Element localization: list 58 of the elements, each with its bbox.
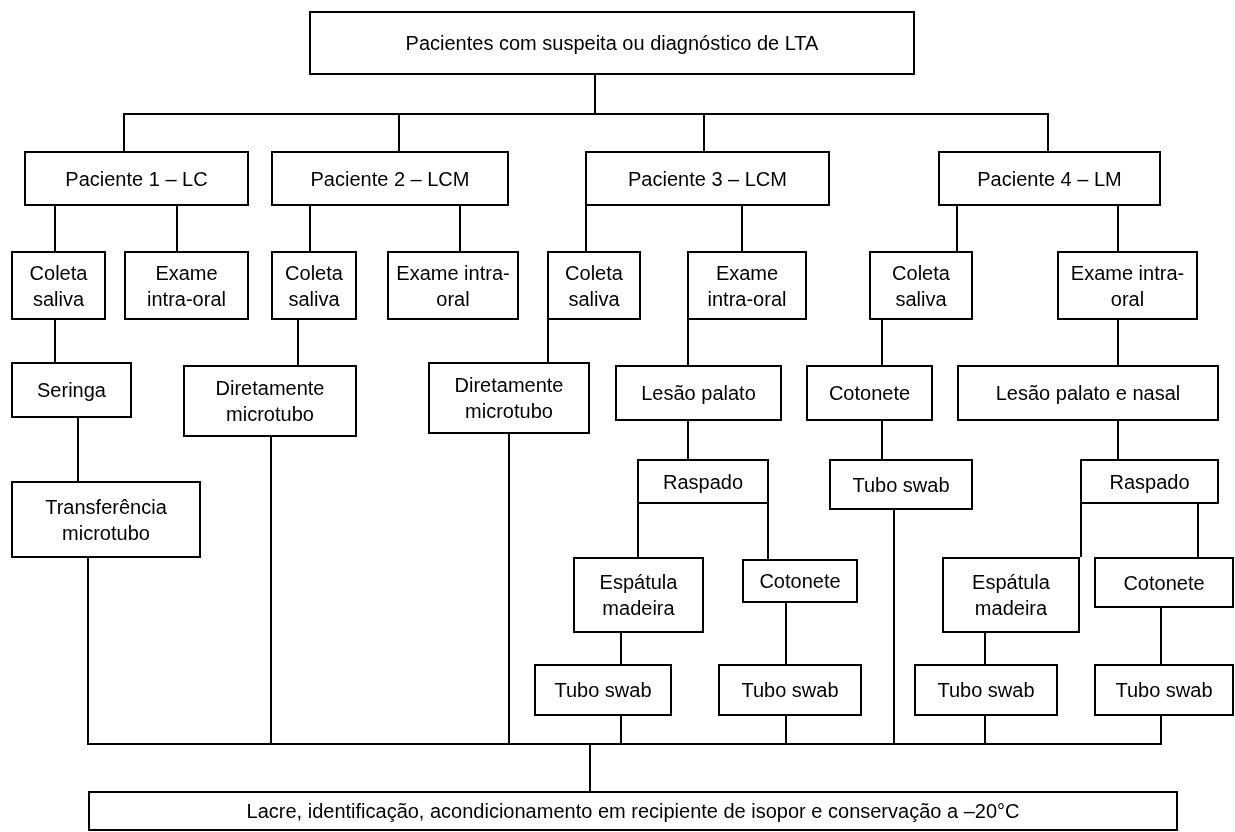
process-box: Espátula madeira	[573, 557, 704, 633]
process-box: Diretamente microtubo	[428, 362, 590, 434]
process-box: Exame intra-oral	[124, 251, 249, 320]
connector-line	[767, 503, 769, 560]
process-box: Coleta saliva	[547, 251, 641, 320]
connector-line	[687, 420, 689, 460]
process-box: Coleta saliva	[271, 251, 357, 320]
process-box: Diretamente microtubo	[183, 365, 357, 437]
connector-line	[54, 205, 56, 252]
connector-line	[637, 503, 639, 558]
process-box: Cotonete	[806, 365, 933, 421]
connector-line	[881, 319, 883, 366]
connector-line	[881, 420, 883, 460]
connector-line	[956, 205, 958, 252]
process-box: Seringa	[11, 362, 132, 418]
connector-line	[297, 319, 299, 366]
process-box: Transferência microtubo	[11, 481, 201, 558]
connector-line	[1117, 205, 1119, 252]
process-box: Tubo swab	[718, 664, 862, 716]
process-box: Tubo swab	[1094, 664, 1234, 716]
connector-line	[741, 205, 743, 252]
process-box: Exame intra-oral	[387, 251, 519, 320]
connector-line	[459, 205, 461, 252]
process-box: Paciente 4 – LM	[938, 151, 1161, 206]
connector-line	[585, 205, 587, 252]
connector-line	[1197, 503, 1199, 558]
connector-line	[309, 205, 311, 252]
connector-line	[1117, 420, 1119, 460]
process-box: Exame intra-oral	[687, 251, 807, 320]
connector-line	[77, 417, 79, 482]
connector-line	[1080, 503, 1082, 558]
process-box: Lesão palato e nasal	[957, 365, 1219, 421]
connector-line	[547, 319, 549, 363]
process-box: Cotonete	[1094, 557, 1234, 608]
start-box: Pacientes com suspeita ou diagnóstico de LTA	[309, 11, 915, 75]
connector-line	[620, 632, 622, 665]
process-box: Raspado	[1080, 459, 1219, 504]
process-box: Cotonete	[742, 559, 858, 603]
process-box: Paciente 3 – LCM	[585, 151, 830, 206]
process-box: Raspado	[637, 459, 769, 504]
end-box: Lacre, identificação, acondicionamento em recipiente de isopor e conservação a –20°C	[88, 791, 1178, 831]
connector-line	[687, 319, 689, 366]
process-box: Tubo swab	[914, 664, 1058, 716]
process-box: Lesão palato	[615, 365, 782, 421]
process-box: Tubo swab	[829, 459, 973, 510]
process-box: Coleta saliva	[869, 251, 973, 320]
process-box: Espátula madeira	[942, 557, 1080, 633]
process-box: Tubo swab	[534, 664, 672, 716]
process-box: Exame intra-oral	[1057, 251, 1198, 320]
connector-line	[176, 205, 178, 252]
connector-line	[1117, 319, 1119, 366]
process-box: Coleta saliva	[11, 251, 106, 320]
connector-line	[984, 632, 986, 665]
connector-line	[785, 602, 787, 665]
process-box: Paciente 2 – LCM	[271, 151, 509, 206]
connector-line	[54, 319, 56, 363]
process-box: Paciente 1 – LC	[24, 151, 249, 206]
connector-line	[1160, 607, 1162, 665]
